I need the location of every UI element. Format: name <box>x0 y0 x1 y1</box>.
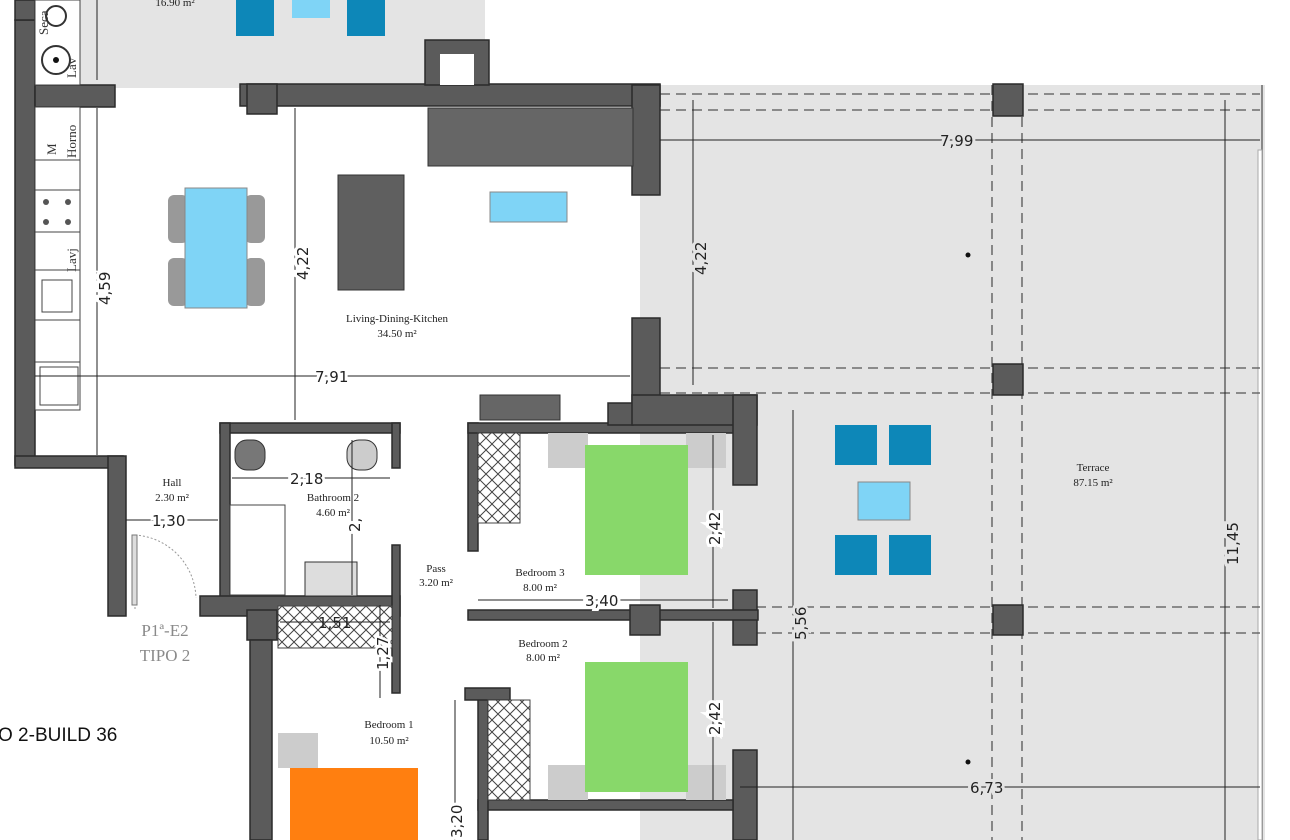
dryer-label: Seca <box>36 10 51 35</box>
shower <box>229 504 286 596</box>
bedroom3-name: Bedroom 3 <box>515 567 565 579</box>
sofa <box>337 174 405 291</box>
living-area: 34.50 m² <box>377 328 417 340</box>
dim-kitchen-depth: 4,59 <box>96 272 114 305</box>
unit-tag-line2: TIPO 2 <box>140 646 191 665</box>
dim-bathroom-width: 2,18 <box>290 470 323 488</box>
dim-closet-width: 1,51 <box>318 614 351 632</box>
dim-bedroom3-depth: 2,42 <box>706 512 724 545</box>
terrace-name: Terrace <box>1077 462 1110 474</box>
hall-name: Hall <box>163 477 182 489</box>
bed-bedroom2 <box>585 662 688 792</box>
bedroom2-name: Bedroom 2 <box>518 638 567 650</box>
tv-cabinet <box>427 107 634 167</box>
building-label: O 2-BUILD 36 <box>0 725 117 746</box>
unit-tag-line1: P1ª-E2 <box>141 621 188 640</box>
chair <box>236 0 274 36</box>
pass-name: Pass <box>426 563 446 575</box>
microwave-label: M <box>44 143 59 155</box>
toilet <box>234 439 266 471</box>
dim-terrace-depth-top: 4,22 <box>692 242 710 275</box>
top-terrace-area: 16.90 m² <box>155 0 195 9</box>
closet <box>487 699 531 801</box>
sink <box>304 561 358 597</box>
chair <box>347 0 385 36</box>
column <box>992 83 1024 117</box>
dim-bedroom2-depth: 2,42 <box>706 702 724 735</box>
dim-terrace-lower: 5,56 <box>792 607 810 640</box>
dim-terrace-length: 11,45 <box>1224 522 1242 565</box>
bedroom1-name: Bedroom 1 <box>364 719 413 731</box>
dim-living-width: 7,91 <box>315 368 348 386</box>
walls <box>14 0 759 840</box>
closet <box>277 605 393 649</box>
bidet <box>346 439 378 471</box>
terrace-dining-set <box>835 425 931 575</box>
table <box>292 0 330 18</box>
dim-living-depth: 4,22 <box>294 247 312 280</box>
bedroom1-area: 10.50 m² <box>369 735 409 747</box>
bedroom3-area: 8.00 m² <box>523 582 558 594</box>
dimension-labels: 7,99 4,22 11,45 5,56 6,73 7,91 4,59 4,22… <box>93 129 1245 840</box>
dining-set <box>168 187 265 309</box>
dim-bathroom-partial: 2, <box>346 518 364 532</box>
dim-closet-depth: 1,27 <box>374 637 392 670</box>
bed-bedroom1 <box>290 768 418 840</box>
dim-bedroom-width: 3,40 <box>585 592 618 610</box>
pass-area: 3.20 m² <box>419 577 454 589</box>
dishwasher-label: Lavj <box>64 248 79 272</box>
dim-terrace-bottom-width: 6,73 <box>970 779 1003 797</box>
coffee-table <box>489 191 568 223</box>
dim-bedroom1-depth: 3,20 <box>448 805 466 838</box>
dim-hall-width: 1,30 <box>152 512 185 530</box>
washer-icon <box>41 45 71 75</box>
bathroom2-name: Bathroom 2 <box>307 492 359 504</box>
dim-terrace-width: 7,99 <box>940 132 973 150</box>
bed-bedroom3 <box>585 445 688 575</box>
washer-label: Lav <box>64 57 79 78</box>
living-name: Living-Dining-Kitchen <box>346 313 449 325</box>
terrace-area: 87.15 m² <box>1073 477 1113 489</box>
dimension-lines <box>35 0 1260 840</box>
kitchen-counter <box>34 0 81 411</box>
oven-label: Horno <box>64 125 79 158</box>
dryer-icon <box>45 5 67 27</box>
column <box>992 363 1024 396</box>
bathroom2-area: 4.60 m² <box>316 507 351 519</box>
top-terrace-floor <box>80 0 485 88</box>
column <box>992 604 1024 636</box>
hall-area: 2.30 m² <box>155 492 190 504</box>
bedroom2-area: 8.00 m² <box>526 652 561 664</box>
closet <box>477 432 521 524</box>
